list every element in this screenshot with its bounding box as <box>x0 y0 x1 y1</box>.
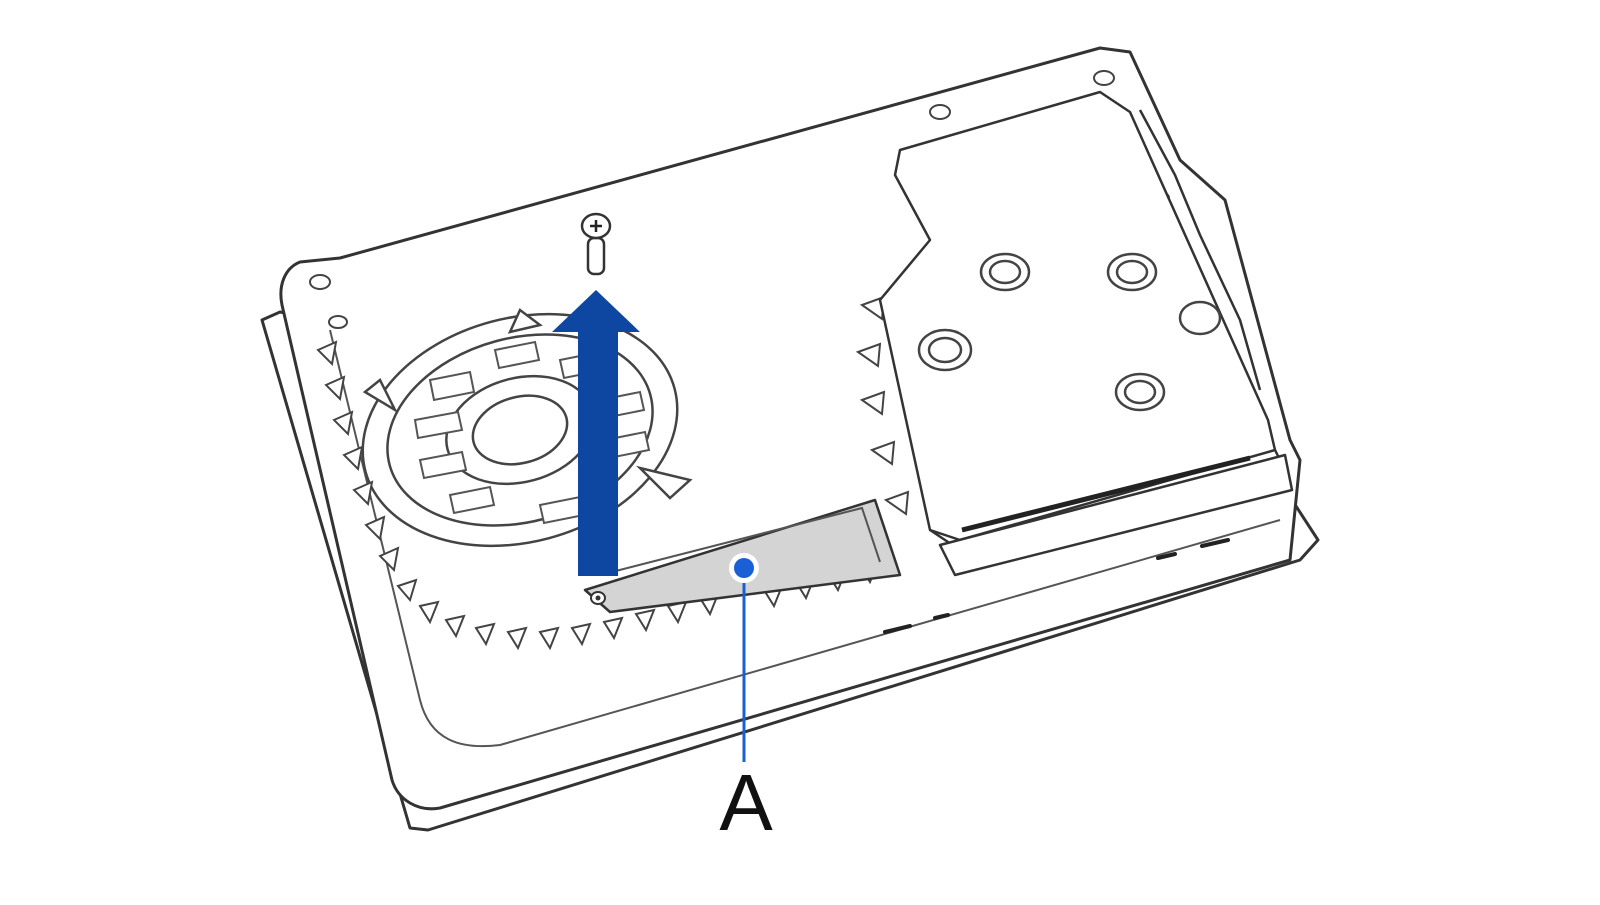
inner-rim <box>329 329 1281 748</box>
housing-circles <box>917 252 1222 412</box>
front-markings <box>883 538 1230 634</box>
fan-icon <box>361 308 693 548</box>
arrow-up-icon <box>552 290 640 576</box>
callout-label: A <box>719 758 773 847</box>
screw-icon <box>580 212 612 276</box>
drive-housing <box>878 90 1294 577</box>
callout-leader <box>729 553 759 762</box>
vent-teeth-right <box>855 295 910 516</box>
